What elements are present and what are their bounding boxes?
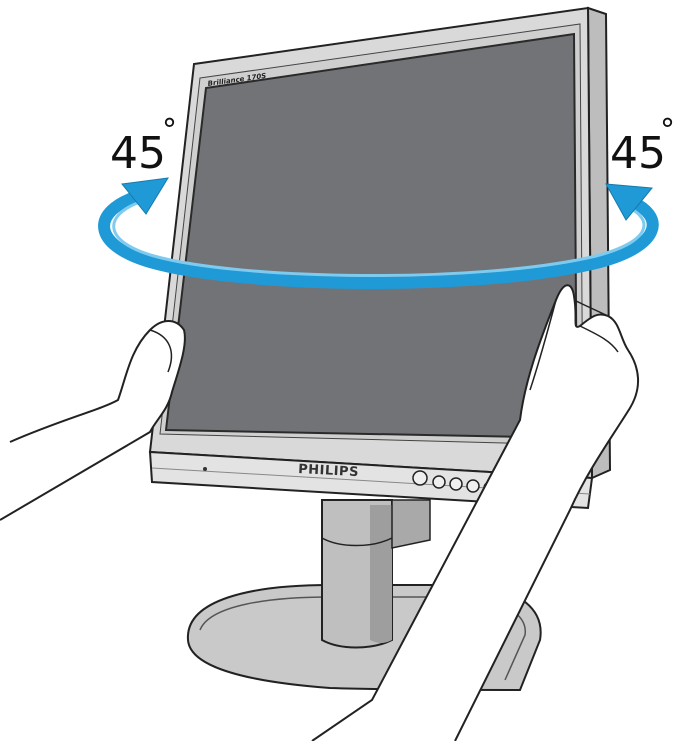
monitor-screen bbox=[166, 34, 577, 438]
right-angle-label: 45 ° bbox=[610, 113, 675, 179]
left-hand bbox=[0, 321, 185, 520]
left-degree-symbol: ° bbox=[162, 113, 177, 148]
control-button-icon[interactable] bbox=[467, 480, 479, 492]
power-button-icon[interactable] bbox=[413, 471, 427, 485]
power-led-icon bbox=[203, 467, 207, 471]
stand-neck-shade bbox=[370, 505, 392, 643]
left-angle-label: 45 ° bbox=[110, 113, 177, 179]
left-hand-outline bbox=[0, 321, 185, 520]
left-angle-value: 45 bbox=[110, 128, 166, 179]
stand-back-plate bbox=[392, 500, 430, 548]
control-button-icon[interactable] bbox=[450, 478, 462, 490]
control-button-icon[interactable] bbox=[433, 476, 445, 488]
right-degree-symbol: ° bbox=[660, 113, 675, 148]
brand-logo: PHILIPS bbox=[298, 462, 359, 480]
right-angle-value: 45 bbox=[610, 128, 666, 179]
